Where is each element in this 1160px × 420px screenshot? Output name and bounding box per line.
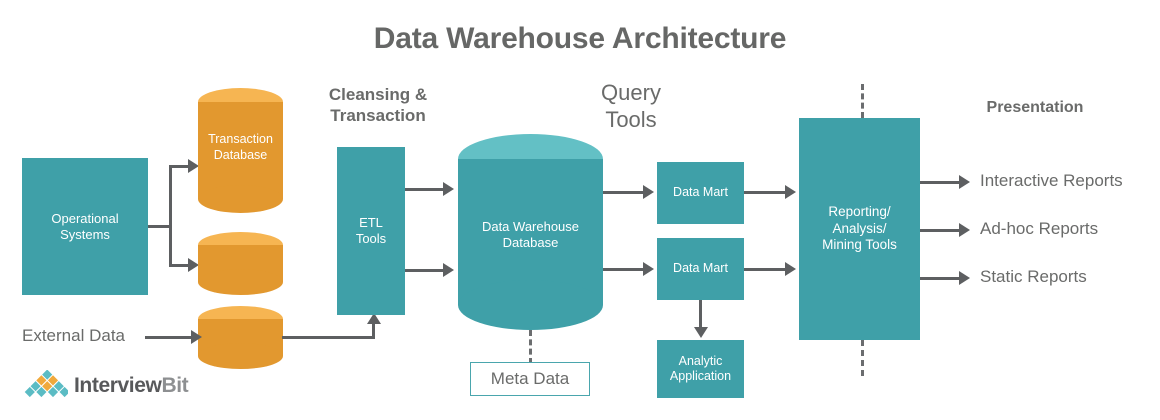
logo-wordmark-part-1: Interview — [74, 374, 162, 397]
connector-datamart2-to-analytic — [699, 300, 702, 329]
data-warehouse-line1: Data Warehouse — [481, 219, 580, 234]
arrowhead-datamart2-to-reporting — [785, 262, 796, 276]
interviewbit-logo[interactable]: InterviewBit — [24, 370, 189, 404]
arrowhead-to-analytic-application — [694, 327, 708, 338]
logo-wordmark-part-2: Bit — [161, 374, 189, 397]
connector-output-adhoc-reports — [920, 229, 963, 232]
section-label-cleansing: Cleansing & Transaction — [313, 85, 443, 126]
arrowhead-to-source-cylinder-2 — [188, 258, 199, 272]
operational-systems-line1: Operational — [51, 210, 119, 226]
section-label-presentation: Presentation — [986, 99, 1084, 116]
node-data-mart-1[interactable]: Data Mart — [657, 162, 744, 224]
connector-datamart2-to-reporting — [744, 268, 788, 271]
data-mart-2-label: Data Mart — [673, 261, 728, 276]
meta-data-label: Meta Data — [490, 369, 570, 388]
node-etl-tools[interactable]: ETL Tools — [337, 147, 405, 315]
logo-wordmark: InterviewBit — [74, 374, 189, 398]
arrowhead-to-etl-tools — [367, 313, 381, 324]
label-external-data: External Data — [22, 326, 125, 345]
arrowhead-adhoc-reports — [959, 223, 970, 237]
data-warehouse-bottom — [458, 280, 603, 330]
connector-operational-riser — [169, 165, 172, 267]
node-source-cylinder-3[interactable] — [198, 306, 283, 369]
connector-dw-to-datamart-2 — [603, 268, 646, 271]
section-label-query-tools: Query Tools — [566, 80, 696, 134]
arrowhead-to-datamart-2 — [643, 262, 654, 276]
connector-dw-to-datamart-1 — [603, 191, 646, 194]
diamond-pyramid-icon — [24, 370, 68, 399]
node-meta-data[interactable]: Meta Data — [470, 362, 590, 396]
connector-operational-branch-bottom — [169, 264, 190, 267]
connector-output-static-reports — [920, 277, 963, 280]
node-analytic-application[interactable]: Analytic Application — [657, 340, 744, 398]
data-mart-1-label: Data Mart — [673, 185, 728, 200]
section-label-query-line2: Tools — [605, 106, 657, 132]
node-operational-systems[interactable]: Operational Systems — [22, 158, 148, 295]
section-label-query-line1: Query — [601, 80, 661, 105]
node-source-cylinder-2[interactable] — [198, 232, 283, 295]
node-data-mart-2[interactable]: Data Mart — [657, 238, 744, 300]
reporting-tools-line1: Reporting/ — [828, 204, 891, 220]
arrowhead-static-reports — [959, 271, 970, 285]
connector-operational-stem — [148, 225, 172, 228]
operational-systems-line2: Systems — [60, 226, 110, 242]
connector-source3-to-etl-vertical — [372, 322, 375, 339]
output-label-interactive-reports: Interactive Reports — [980, 171, 1123, 190]
connector-operational-branch-top — [169, 165, 190, 168]
source-cylinder-3-bottom — [198, 343, 283, 369]
connector-etl-to-dw-bottom — [405, 269, 447, 272]
etl-tools-line1: ETL — [359, 215, 383, 231]
arrowhead-datamart1-to-reporting — [785, 185, 796, 199]
section-label-cleansing-line2: Transaction — [330, 105, 426, 125]
transaction-database-label: Transaction Database — [198, 132, 283, 163]
connector-datamart1-to-reporting — [744, 191, 788, 194]
data-warehouse-line2: Database — [502, 235, 559, 251]
etl-tools-line2: Tools — [355, 231, 387, 246]
presentation-boundary-dashed-top — [861, 84, 864, 118]
presentation-boundary-dashed-bottom — [861, 340, 864, 376]
reporting-tools-line3: Mining Tools — [822, 237, 897, 253]
transaction-database-bottom — [198, 185, 283, 213]
output-label-static-reports: Static Reports — [980, 267, 1087, 286]
arrowhead-interactive-reports — [959, 175, 970, 189]
arrowhead-etl-to-dw-bottom — [443, 263, 454, 277]
source-cylinder-2-bottom — [198, 269, 283, 295]
transaction-database-line1: Transaction — [208, 132, 273, 146]
page-title: Data Warehouse Architecture — [373, 22, 787, 55]
connector-source3-to-etl-horizontal — [282, 336, 375, 339]
node-reporting-analysis-mining-tools[interactable]: Reporting/ Analysis/ Mining Tools — [799, 118, 920, 340]
section-label-cleansing-line1: Cleansing & — [328, 85, 428, 104]
connector-dw-to-metadata-dashed — [529, 330, 532, 364]
transaction-database-line2: Database — [213, 147, 268, 162]
node-data-warehouse-database[interactable]: Data Warehouse Database — [458, 134, 603, 330]
connector-etl-to-dw-top — [405, 188, 447, 191]
analytic-application-line2: Application — [669, 369, 732, 383]
transaction-database-body — [198, 102, 283, 199]
arrowhead-etl-to-dw-top — [443, 182, 454, 196]
arrowhead-to-transaction-database — [188, 159, 199, 173]
reporting-tools-line2: Analysis/ — [832, 220, 887, 236]
connector-external-data — [145, 336, 193, 339]
connector-output-interactive-reports — [920, 181, 963, 184]
analytic-application-line1: Analytic — [678, 353, 723, 368]
arrowhead-to-source-cylinder-3 — [191, 330, 202, 344]
node-transaction-database[interactable]: Transaction Database — [198, 88, 283, 213]
data-warehouse-label: Data Warehouse Database — [458, 219, 603, 252]
output-label-adhoc-reports: Ad-hoc Reports — [980, 219, 1099, 238]
arrowhead-to-datamart-1 — [643, 185, 654, 199]
